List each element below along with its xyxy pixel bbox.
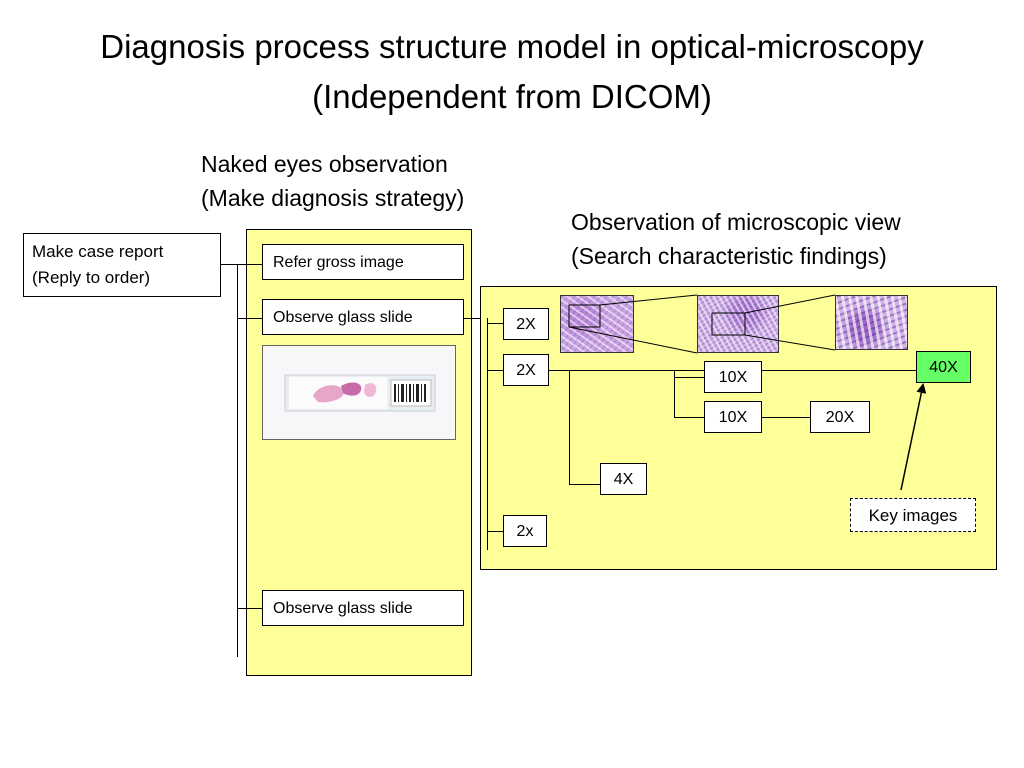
- microscopic-subheading: (Search characteristic findings): [571, 243, 887, 269]
- connector-gross: [237, 264, 262, 265]
- connector-10x-b: [674, 417, 704, 418]
- case-report-sublabel: (Reply to order): [32, 268, 151, 287]
- page-subtitle: (Independent from DICOM): [312, 78, 712, 115]
- refer-gross-box: Refer gross image: [262, 244, 464, 280]
- mag-20x: 20X: [810, 401, 870, 433]
- connector-2x-mid: [487, 370, 503, 371]
- connector-2x-low: [487, 531, 503, 532]
- naked-eyes-heading: Naked eyes observation: [201, 151, 448, 177]
- zoom-line-1b: [568, 326, 698, 354]
- micrograph-high-power: [835, 295, 908, 350]
- connector-report: [221, 264, 238, 265]
- observe-slide-label-1: Observe glass slide: [273, 308, 413, 326]
- key-image-arrow: [900, 383, 927, 491]
- glass-slide-photo: [262, 345, 456, 440]
- mag-2x-low-label: 2x: [516, 522, 534, 540]
- zoom-region-1: [568, 304, 601, 328]
- key-images-label: Key images: [868, 505, 958, 525]
- connector-4x: [569, 484, 600, 485]
- mag-10x-a-label: 10X: [718, 368, 748, 386]
- zoom-line-1a: [599, 294, 698, 306]
- mag-2x-top-label: 2X: [516, 315, 536, 333]
- mag-4x: 4X: [600, 463, 647, 495]
- zoom-line-2b: [744, 334, 836, 351]
- connector-slide-1: [237, 318, 262, 319]
- mag-10x-b-label: 10X: [718, 408, 748, 426]
- page-title: Diagnosis process structure model in opt…: [100, 28, 924, 65]
- mag-40x-label: 40X: [929, 358, 958, 376]
- zoom-line-2a: [744, 294, 836, 314]
- mag-10x-b: 10X: [704, 401, 762, 433]
- observe-slide-box-1: Observe glass slide: [262, 299, 464, 335]
- micro-trunk-line-inner: [487, 318, 488, 550]
- zoom-region-2: [711, 312, 746, 336]
- observe-slide-label-2: Observe glass slide: [273, 599, 413, 617]
- mag-4x-label: 4X: [613, 470, 634, 488]
- observe-slide-box-2: Observe glass slide: [262, 590, 464, 626]
- connector-panels: [464, 318, 488, 319]
- mag-2x-low: 2x: [503, 515, 547, 547]
- mag-2x-top: 2X: [503, 308, 549, 340]
- trunk-line: [237, 264, 238, 657]
- connector-10x-a: [674, 377, 704, 378]
- key-images-box: Key images: [850, 498, 976, 532]
- branch-line-4x: [569, 370, 570, 485]
- mag-2x-mid-label: 2X: [516, 361, 536, 379]
- case-report-box: Make case report (Reply to order): [23, 233, 221, 297]
- case-report-label: Make case report: [32, 242, 164, 261]
- mag-20x-label: 20X: [825, 408, 855, 426]
- branch-line-10x: [674, 370, 675, 418]
- glass-slide-image: [263, 346, 455, 439]
- refer-gross-label: Refer gross image: [273, 253, 404, 271]
- connector-20x: [762, 417, 810, 418]
- mag-2x-mid: 2X: [503, 354, 549, 386]
- mag-10x-a: 10X: [704, 361, 762, 393]
- connector-slide-2: [237, 608, 262, 609]
- connector-2x-top: [487, 323, 503, 324]
- microscopic-heading: Observation of microscopic view: [571, 209, 901, 235]
- mag-40x: 40X: [916, 351, 971, 383]
- micrograph-mid-power: [697, 295, 779, 353]
- naked-eyes-subheading: (Make diagnosis strategy): [201, 185, 465, 211]
